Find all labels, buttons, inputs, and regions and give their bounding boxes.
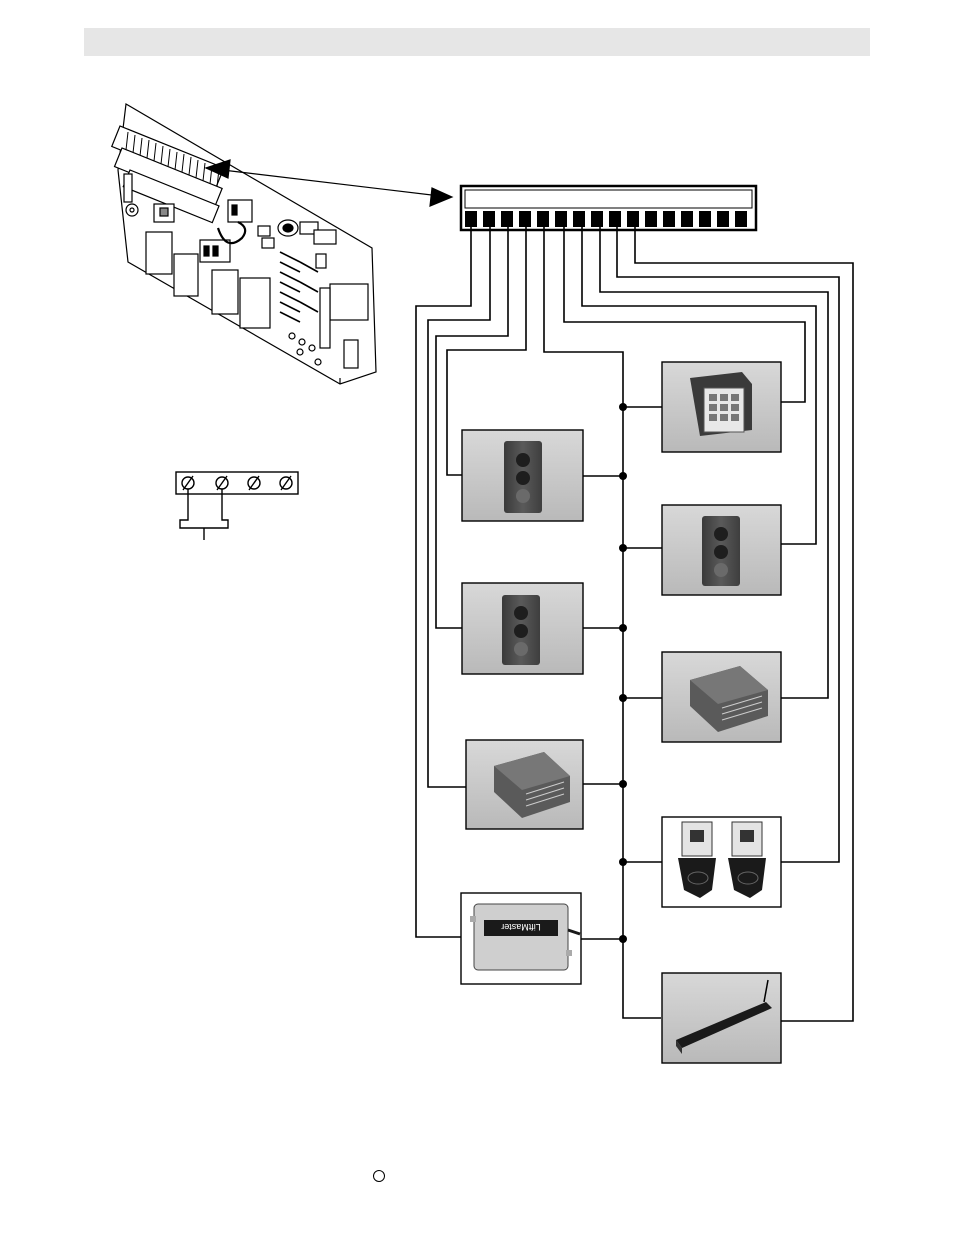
device-keypad [662, 362, 781, 452]
terminal-slot [609, 211, 621, 227]
terminal-slot [573, 211, 585, 227]
device-loop-detector-1 [662, 652, 781, 742]
device-safety-edge [662, 973, 781, 1063]
terminal-slot [681, 211, 693, 227]
device-loop-detector-2 [466, 740, 583, 829]
receiver-label: LiftMaster [501, 922, 541, 932]
terminal-strip [461, 186, 756, 230]
terminal-slot [591, 211, 603, 227]
device-radio-receiver: LiftMaster [461, 893, 581, 984]
footer-circle-icon [373, 1170, 385, 1182]
terminal-slot [663, 211, 675, 227]
device-push-button-station-3 [462, 583, 583, 674]
small-terminal-block [176, 472, 298, 540]
receiver-icon: LiftMaster [470, 904, 580, 970]
terminal-slot [735, 211, 747, 227]
terminal-slot [555, 211, 567, 227]
device-photo-eye-pair [662, 817, 781, 907]
device-push-button-station-1 [462, 430, 583, 521]
terminal-slot [699, 211, 711, 227]
terminal-slot [645, 211, 657, 227]
terminal-slot [627, 211, 639, 227]
push-button-station-icon [702, 516, 740, 586]
push-button-station-icon [504, 441, 542, 513]
keypad-icon [690, 372, 752, 436]
terminal-slot [501, 211, 513, 227]
terminal-slot [483, 211, 495, 227]
control-board-drawing [112, 104, 376, 384]
device-push-button-station-2 [662, 505, 781, 595]
terminal-slot [537, 211, 549, 227]
terminal-slot [717, 211, 729, 227]
push-button-station-icon [502, 595, 540, 665]
terminal-slot [519, 211, 531, 227]
